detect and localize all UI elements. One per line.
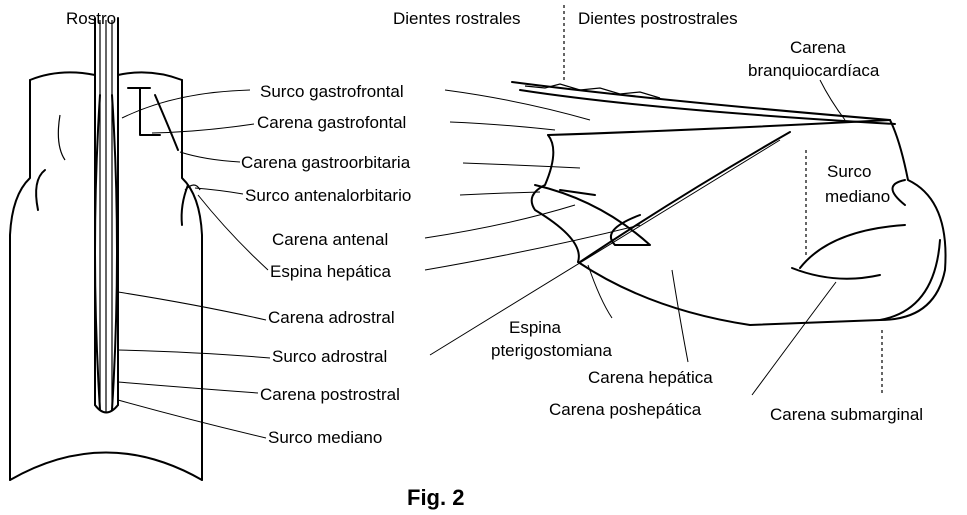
lateral-labels: Dientes rostrales Dientes postrostrales … — [393, 9, 923, 424]
lateral-leader-lines — [425, 80, 845, 395]
label-carena-postrostral: Carena postrostral — [260, 385, 400, 404]
label-surco-mediano-dorsal: Surco mediano — [268, 428, 382, 447]
label-surco-mediano-lat-1: Surco — [827, 162, 871, 181]
dorsal-leader-lines — [118, 90, 270, 438]
label-surco-mediano-lat-2: mediano — [825, 187, 890, 206]
label-carena-poshepatica: Carena poshepática — [549, 400, 702, 419]
label-espina-pterigo-2: pterigostomiana — [491, 341, 613, 360]
label-espina-pterigo-1: Espina — [509, 318, 562, 337]
label-surco-gastrofrontal: Surco gastrofrontal — [260, 82, 404, 101]
label-carena-adrostral: Carena adrostral — [268, 308, 395, 327]
label-dientes-rostrales: Dientes rostrales — [393, 9, 521, 28]
label-carena-gastrofontal: Carena gastrofontal — [257, 113, 406, 132]
label-espina-hepatica: Espina hepática — [270, 262, 392, 281]
label-surco-antenalorbitario: Surco antenalorbitario — [245, 186, 411, 205]
label-carena-branquio-1: Carena — [790, 38, 846, 57]
figure-caption: Fig. 2 — [407, 485, 464, 510]
label-carena-gastroorbitaria: Carena gastroorbitaria — [241, 153, 411, 172]
label-carena-submarginal: Carena submarginal — [770, 405, 923, 424]
label-carena-branquio-2: branquiocardíaca — [748, 61, 880, 80]
label-rostro: Rostro — [66, 9, 116, 28]
label-dientes-postrostrales: Dientes postrostrales — [578, 9, 738, 28]
label-surco-adrostral: Surco adrostral — [272, 347, 387, 366]
label-carena-hepatica: Carena hepática — [588, 368, 713, 387]
label-carena-antenal: Carena antenal — [272, 230, 388, 249]
dorsal-view-drawing — [10, 18, 202, 480]
